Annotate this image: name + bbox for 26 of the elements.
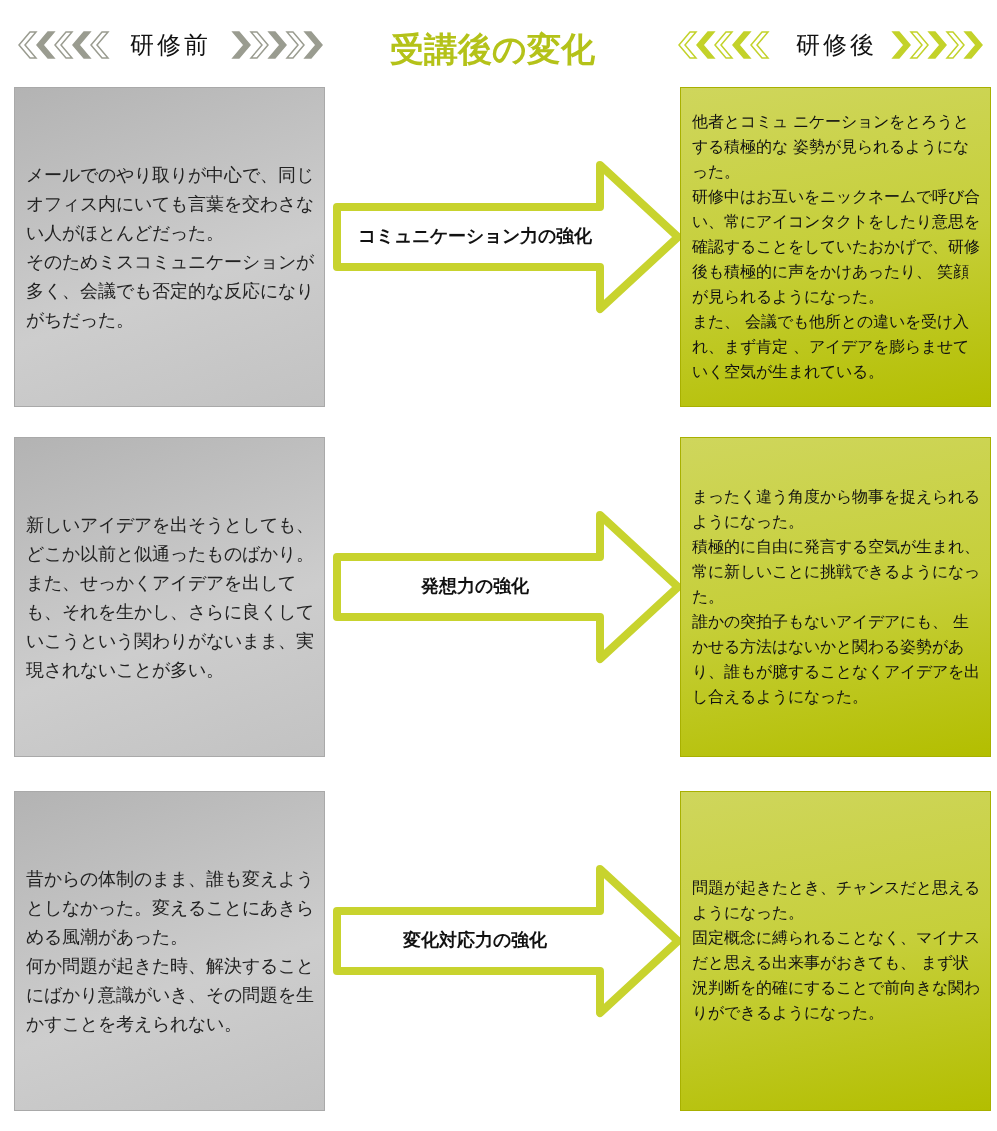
paragraph: 固定概念に縛られることなく、マイナスだと思える出来事がおきても、 まず状況判断を的確にすることで前向きな関わりができるようになった。	[692, 928, 981, 1024]
title: 受講後の変化	[389, 28, 595, 71]
text-panel	[680, 87, 991, 407]
paragraph: 誰かの突拍子もないアイデアにも、 生かせる方法はないかと関わる姿勢があり、誰もが臆することなくアイデアを出し合えるようになった。	[692, 611, 981, 708]
text-panel	[14, 437, 325, 757]
paragraph: また、せっかくアイデアを出しても、それを生かし、さらに良くしていこうという関わりがないまま、実現されないことが多い。	[26, 571, 314, 682]
paragraph: 新しいアイデアを出そうとしても、どこか以前と似通ったものばかり。	[26, 513, 314, 566]
paragraph: そのためミスコミュニケーションが多く、会議でも否定的な反応になりがちだった。	[26, 250, 314, 332]
edge-label: 変化対応力の強化	[400, 928, 549, 952]
paragraph: 問題が起きたとき、チャンスだと思えるようになった。	[692, 878, 981, 924]
paragraph: 積極的に自由に発言する空気が生まれ、常に新しいことに挑戦できるようになった。	[692, 536, 981, 608]
text-panel	[14, 87, 325, 407]
paragraph: 研修中はお互いをニックネームで呼び合い、常にアイコンタクトをしたり意思を確認することをしていたおかげで、研修後も積極的に声をかけあったり、 笑顔が見られるようになった。	[692, 186, 981, 308]
block-arrow	[333, 511, 682, 663]
text-panel	[680, 437, 991, 757]
text-panel	[14, 791, 325, 1111]
edge-label: 発想力の強化	[418, 574, 531, 598]
paragraph: 何か問題が起きた時、解決することにばかり意識がいき、その問題を生かすことを考えられない。	[26, 954, 314, 1036]
text-panel	[680, 791, 991, 1111]
paragraph: また、 会議でも他所との違いを受け入れ、まず肯定 、アイデアを膨らませていく空気が生まれている。	[692, 311, 970, 383]
column-heading: 研修後	[795, 30, 877, 61]
paragraph: メールでのやり取りが中心で、同じオフィス内にいても言葉を交わさない人がほとんどだった。	[26, 163, 314, 245]
paragraph: まったく違う角度から物事を捉えられるようになった。	[692, 486, 981, 533]
column-heading: 研修前	[129, 30, 211, 61]
paragraph: 他者とコミュ ニケーションをとろうとする積極的な 姿勢が見られるようになった。	[692, 111, 970, 183]
paragraph: 昔からの体制のまま、誰も変えようとしなかった。変えることにあきらめる風潮があった。	[26, 867, 314, 949]
